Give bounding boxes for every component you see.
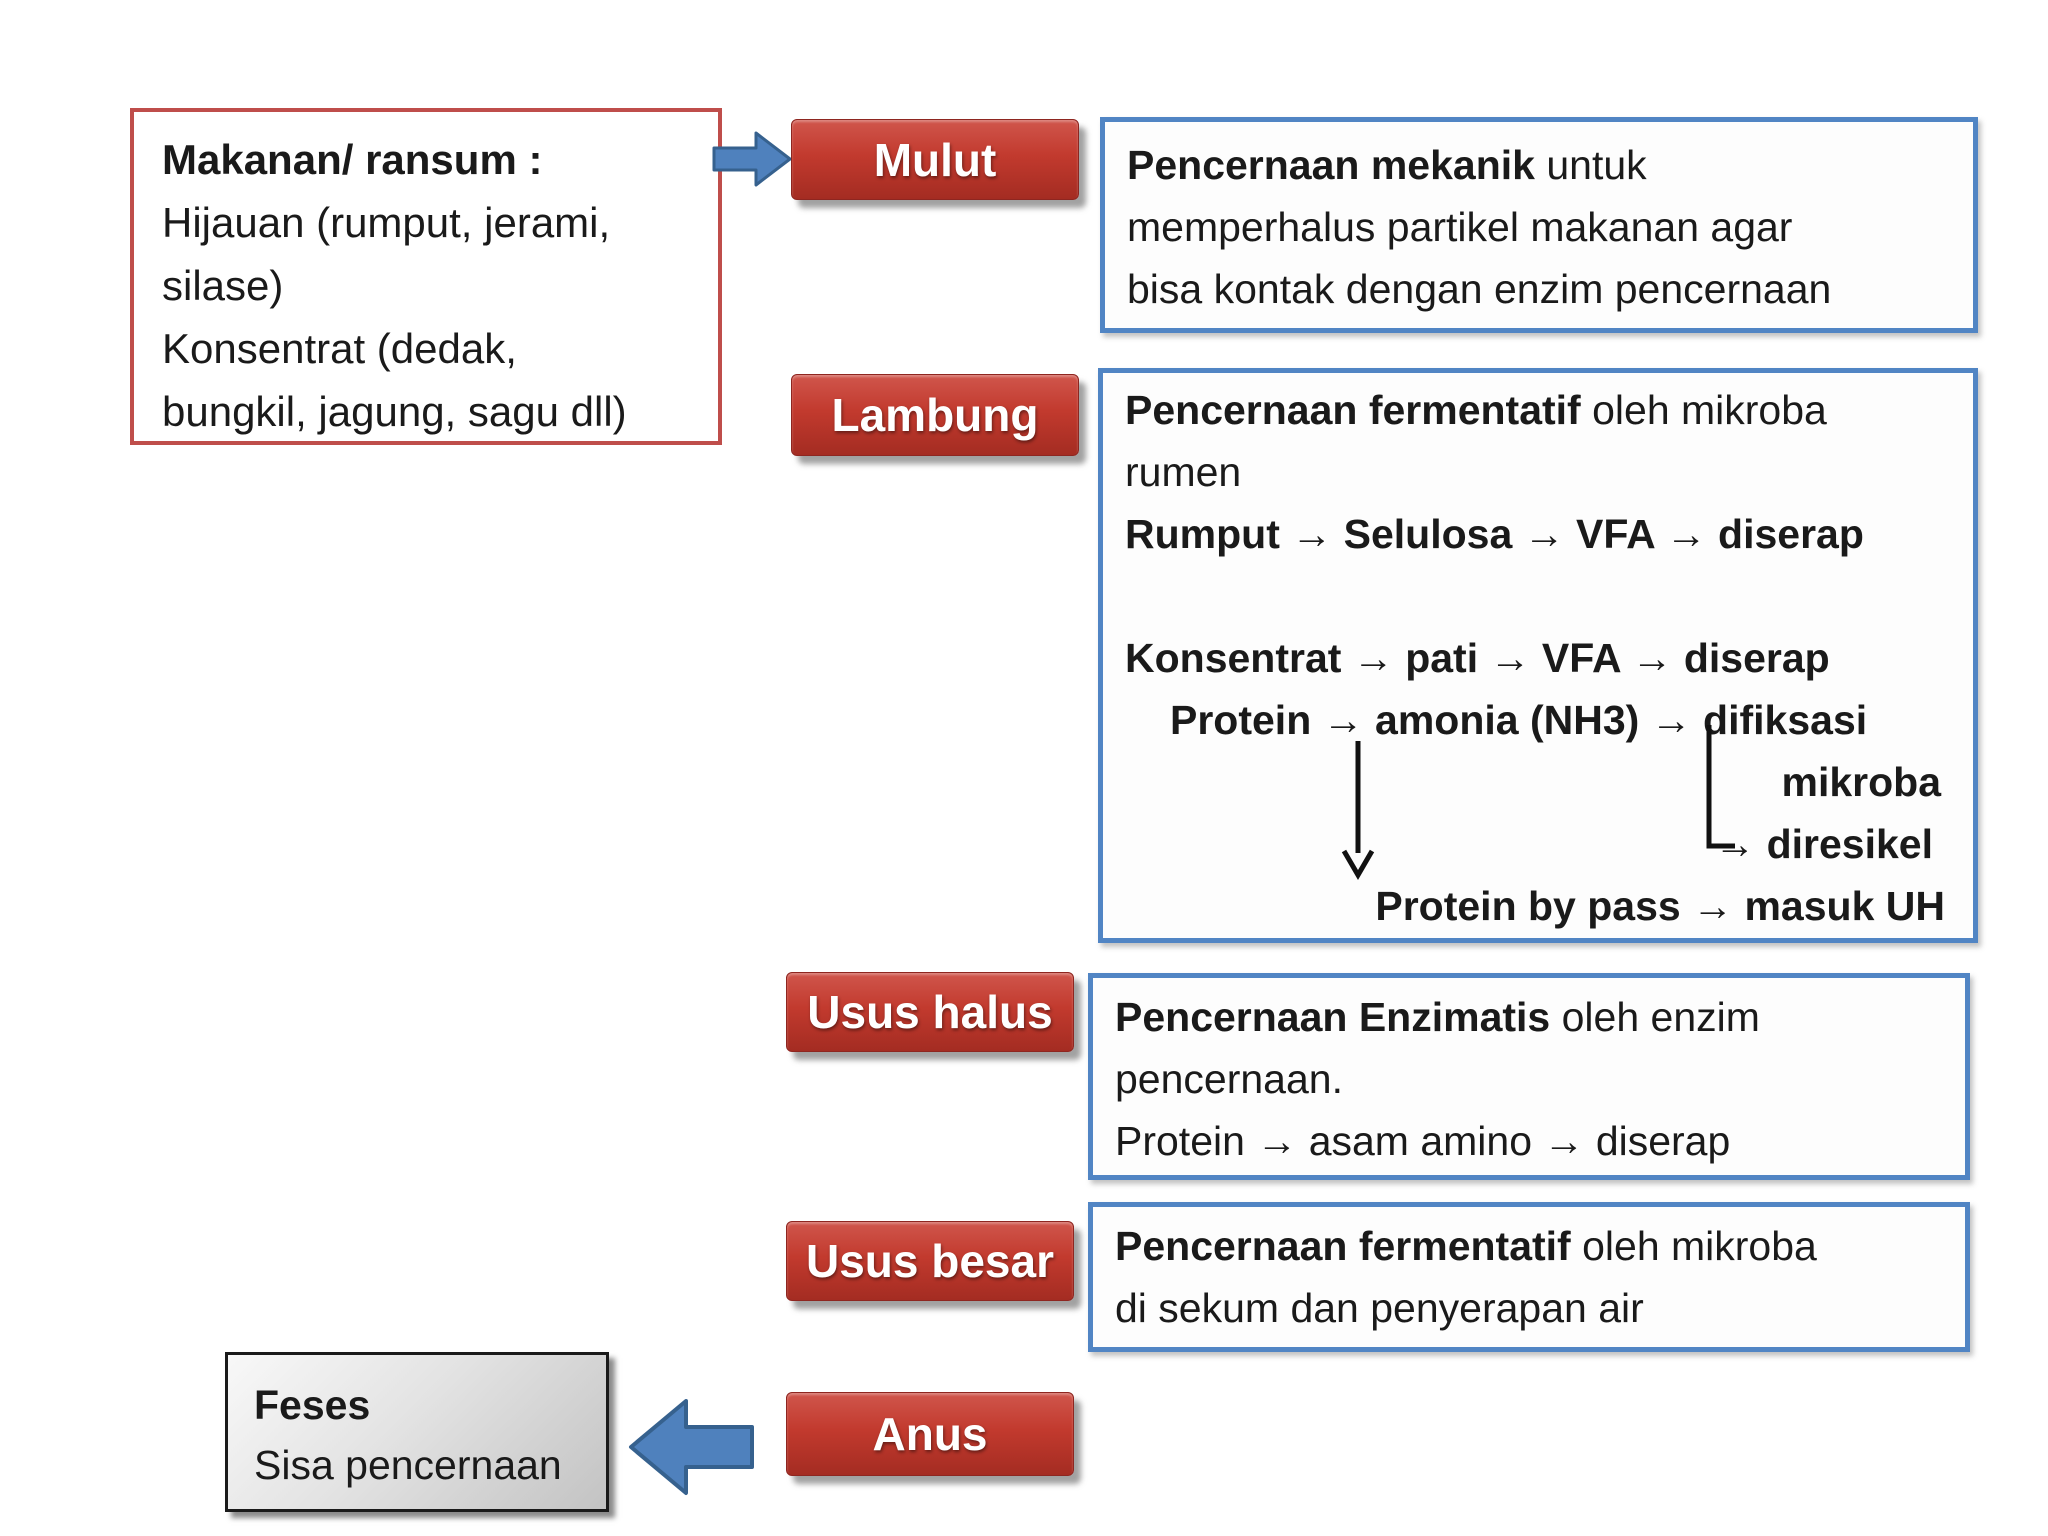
usus-halus-description-box: Pencernaan Enzimatis oleh enzim pencerna… — [1088, 973, 1970, 1180]
usus-besar-line-1: Pencernaan fermentatif oleh mikroba — [1115, 1223, 1817, 1269]
organ-button-anus: Anus — [786, 1392, 1074, 1476]
usus-besar-description-box: Pencernaan fermentatif oleh mikroba di s… — [1088, 1202, 1970, 1352]
food-box-line-bungkil: bungkil, jagung, sagu dll) — [162, 388, 627, 435]
lambung-line-fermentatif: Pencernaan fermentatif oleh mikroba — [1125, 387, 1827, 433]
lambung-line-bypass: Protein by pass → masuk UH — [1375, 883, 1945, 929]
feses-line-sisa: Sisa pencernaan — [254, 1442, 562, 1488]
feses-box: Feses Sisa pencernaan — [225, 1352, 609, 1512]
usus-halus-line-2: pencernaan. — [1115, 1056, 1343, 1102]
mulut-description-box: Pencernaan mekanik untuk memperhalus par… — [1100, 117, 1978, 333]
lambung-line-mikroba: mikroba — [1781, 759, 1942, 805]
lambung-line-konsentrat: Konsentrat → pati → VFA → diserap — [1125, 635, 1830, 681]
organ-button-usus-besar: Usus besar — [786, 1221, 1074, 1301]
organ-button-mulut: Mulut — [791, 119, 1079, 200]
flow-arrow-right-icon — [712, 131, 792, 187]
organ-button-usus-halus: Usus halus — [786, 972, 1074, 1052]
mulut-line-1: Pencernaan mekanik untuk — [1127, 142, 1647, 188]
food-box-title: Makanan/ ransum : — [162, 136, 543, 183]
flow-arrow-left-icon — [629, 1399, 754, 1495]
usus-halus-line-3: Protein → asam amino → diserap — [1115, 1118, 1731, 1164]
lambung-line-rumen: rumen — [1125, 449, 1242, 495]
mulut-line-2: memperhalus partikel makanan agar — [1127, 204, 1793, 250]
food-box-line-hijauan: Hijauan (rumput, jerami, — [162, 199, 611, 246]
usus-halus-line-1: Pencernaan Enzimatis oleh enzim — [1115, 994, 1760, 1040]
feses-title: Feses — [254, 1382, 371, 1428]
food-box-line-konsentrat: Konsentrat (dedak, — [162, 325, 517, 372]
lambung-line-diresikel: → diresikel — [1714, 821, 1933, 867]
mulut-line-3: bisa kontak dengan enzim pencernaan — [1127, 266, 1832, 312]
lambung-description-box: Pencernaan fermentatif oleh mikroba rume… — [1098, 368, 1978, 943]
organ-button-lambung: Lambung — [791, 374, 1079, 456]
lambung-line-blank — [1125, 565, 1953, 627]
lambung-line-rumput: Rumput → Selulosa → VFA → diserap — [1125, 511, 1864, 557]
usus-besar-line-2: di sekum dan penyerapan air — [1115, 1285, 1644, 1331]
food-box-line-silase: silase) — [162, 262, 284, 309]
lambung-line-protein-amonia: Protein → amonia (NH3) → difiksasi — [1170, 697, 1868, 743]
food-ration-box: Makanan/ ransum : Hijauan (rumput, jeram… — [130, 108, 722, 445]
